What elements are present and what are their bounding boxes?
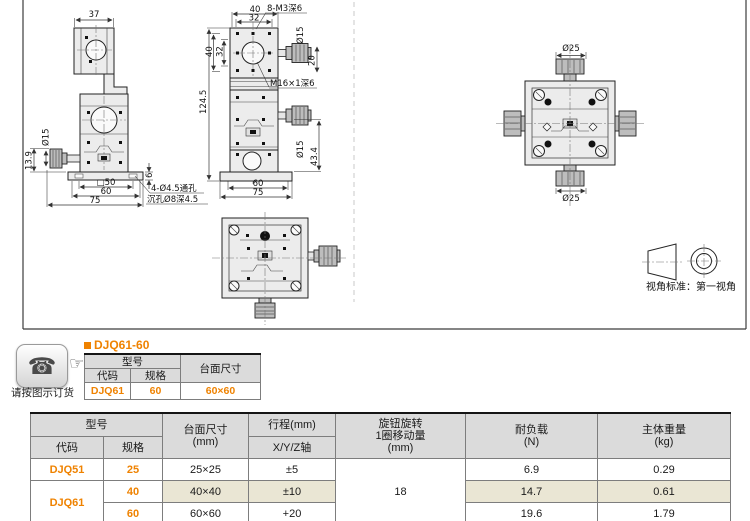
- header-knob-l3: (mm): [387, 442, 414, 454]
- side-view-drawing: 40 32 8-M3深6 Ø15 20: [199, 4, 322, 200]
- cell-surface: 25×25: [162, 458, 249, 481]
- cell-spec: 40: [103, 480, 163, 503]
- spec-header-row-1: 型号 台面尺寸 (mm) 行程(mm) 旋钮旋转 1圈移动量 (mm) 耐负载 …: [30, 412, 731, 459]
- bottom-view-drawing: [212, 212, 348, 325]
- tap-note: 8-M3深6: [267, 4, 302, 14]
- phone-order-icon: ☎: [16, 344, 68, 388]
- cell-surface: 40×40: [162, 480, 249, 503]
- cell-travel: ±5: [248, 458, 336, 481]
- dim-label: 13.9: [25, 151, 35, 170]
- header-surface-l2: (mm): [192, 436, 219, 448]
- product-table: 型号 台面尺寸 代码 规格 DJQ61 60 60×60: [84, 353, 261, 400]
- cell-load: 19.6: [465, 502, 598, 521]
- order-caption: 请按图示订货: [11, 387, 74, 399]
- dim-label: Ø15: [295, 140, 306, 158]
- header-weight-l1: 主体重量: [642, 424, 686, 436]
- dim-label: 40: [205, 46, 215, 57]
- dim-label: 40: [250, 5, 261, 15]
- knob-y-side: [277, 105, 312, 126]
- header-load: 耐负载 (N): [465, 412, 598, 459]
- dim-label: 20: [308, 55, 318, 66]
- header-load-l1: 耐负载: [515, 424, 548, 436]
- header-knob-l2: 1圈移动量: [375, 430, 426, 442]
- header-code: 代码: [30, 436, 104, 459]
- dim-label: Ø25: [562, 43, 580, 54]
- header-load-l2: (N): [523, 436, 540, 448]
- cell-weight: 1.79: [597, 502, 731, 521]
- product-title-text: DJQ61-60: [94, 338, 150, 352]
- product-title: DJQ61-60: [84, 338, 149, 352]
- cell-code: DJQ61: [30, 480, 104, 521]
- dim-label: 6: [145, 173, 155, 178]
- knob-z-side: [277, 43, 312, 63]
- dim-label: 75: [90, 196, 101, 206]
- header-travel-sub: X/Y/Z轴: [248, 436, 336, 459]
- tap-note: M16×1深6: [270, 79, 315, 89]
- cell-travel: ±10: [248, 480, 336, 503]
- cell-weight: 0.61: [597, 480, 731, 503]
- dim-label: 60: [101, 187, 112, 197]
- cone-icon: [647, 243, 677, 281]
- front-view-drawing: 37 Ø15 13.9: [25, 10, 208, 208]
- table-row: DJQ51 25 25×25 ±5 18 6.9 0.29: [30, 458, 731, 521]
- dim-label: 37: [89, 10, 100, 20]
- cell-load: 14.7: [465, 480, 598, 503]
- dim-label: 43.4: [310, 147, 320, 166]
- cell-knob-move: 18: [335, 458, 466, 521]
- header-weight: 主体重量 (kg): [597, 412, 731, 459]
- cell-weight: 0.29: [597, 458, 731, 481]
- cell-travel: +20: [248, 502, 336, 521]
- dim-label: 32: [216, 46, 226, 57]
- mini-value-code: DJQ61: [84, 382, 131, 400]
- cell-surface: 60×60: [162, 502, 249, 521]
- dim-label: 32: [249, 14, 260, 24]
- header-surface: 台面尺寸 (mm): [162, 412, 249, 459]
- drawing-area: 37 Ø15 13.9: [22, 0, 747, 330]
- header-weight-l2: (kg): [654, 436, 674, 448]
- header-knob-l1: 旋钮旋转: [378, 418, 423, 430]
- hole-note: 沉孔Ø8深4.5: [147, 194, 198, 205]
- mini-header-surface: 台面尺寸: [180, 353, 261, 383]
- header-travel: 行程(mm): [248, 412, 336, 437]
- mini-header-spec: 规格: [130, 368, 181, 383]
- pointing-hand-icon: ☞: [69, 354, 85, 373]
- dim-label: Ø15: [295, 26, 306, 44]
- header-knob-move: 旋钮旋转 1圈移动量 (mm): [335, 412, 466, 459]
- view-standard-symbol: 视角标准：第一视角: [642, 243, 736, 293]
- mini-header-code: 代码: [84, 368, 131, 383]
- dim-label: Ø25: [562, 193, 580, 204]
- cell-code: DJQ51: [30, 458, 104, 481]
- cell-load: 6.9: [465, 458, 598, 481]
- view-standard-label: 视角标准：第一视角: [646, 280, 736, 293]
- mini-value-surface: 60×60: [180, 382, 261, 400]
- cell-spec: 25: [103, 458, 163, 481]
- table-row: 60 60×60 +20 19.6 1.79: [31, 502, 731, 521]
- header-surface-l1: 台面尺寸: [183, 424, 228, 436]
- cell-spec: 60: [103, 502, 163, 521]
- dim-label: 75: [253, 188, 264, 198]
- table-row: DJQ61 40 40×40 ±10 14.7 0.61: [30, 480, 731, 521]
- dim-label: 124.5: [199, 90, 209, 114]
- spec-header-row-2: 代码 规格 X/Y/Z轴: [30, 436, 731, 459]
- dim-label: 60: [253, 179, 264, 189]
- header-model: 型号: [30, 412, 163, 437]
- header-spec: 规格: [103, 436, 163, 459]
- mini-value-spec: 60: [130, 382, 181, 400]
- top-view-drawing: Ø25: [496, 43, 646, 206]
- bullet-icon: [84, 342, 91, 349]
- spec-table: 型号 台面尺寸 (mm) 行程(mm) 旋钮旋转 1圈移动量 (mm) 耐负载 …: [30, 412, 731, 521]
- knob-right: [307, 245, 341, 267]
- hole-note: 4-Ø4.5通孔: [151, 183, 197, 194]
- knob-x-front: [49, 148, 81, 169]
- phone-icon: ☎: [27, 352, 57, 379]
- mini-header-model: 型号: [84, 353, 181, 369]
- dim-label: Ø15: [41, 128, 52, 146]
- dim-label: □50: [97, 178, 116, 188]
